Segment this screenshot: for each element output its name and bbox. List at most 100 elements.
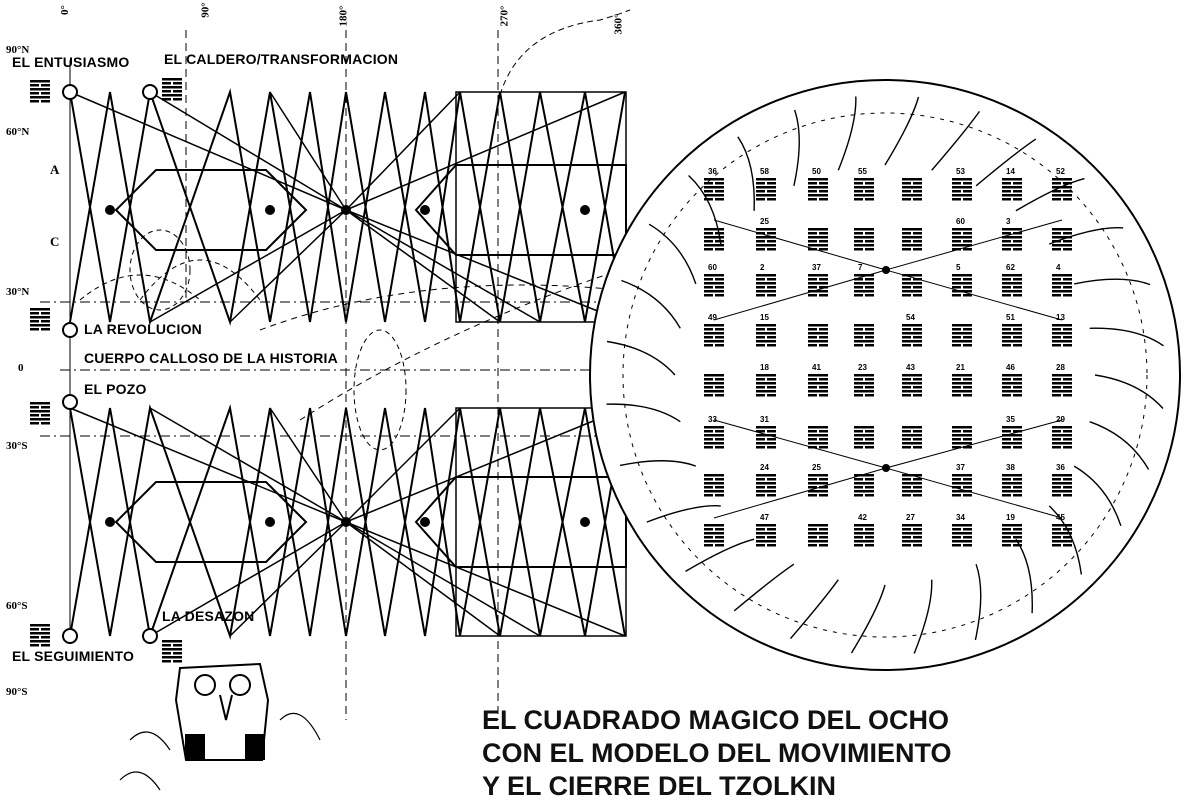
grid-hexagram-number-2-0: 60: [708, 263, 717, 272]
upper-hub-1: [105, 205, 115, 215]
latitude-0: 0: [18, 362, 24, 374]
grid-connector-5: [885, 419, 1063, 469]
label-cuerpo-calloso: CUERPO CALLOSO DE LA HISTORIA: [84, 350, 338, 366]
upper-ray-9: [345, 209, 501, 323]
degree-label-90: 90°: [199, 2, 212, 18]
hexagram-glyph-5: [162, 640, 182, 663]
grid-hexagram-number-3-1: 15: [760, 313, 769, 322]
upper-hexagon-left: [114, 169, 308, 251]
lower-ray-6: [345, 407, 626, 523]
sculpture-eye-left: [194, 674, 216, 696]
upper-hub-4: [580, 205, 590, 215]
lower-ray-0: [69, 407, 347, 523]
grid-hexagram-4-5: [952, 374, 972, 397]
grid-hexagram-7-4: [902, 524, 922, 547]
lower-ray-8: [149, 521, 347, 637]
grid-hexagram-number-4-7: 28: [1056, 363, 1065, 372]
grid-hexagram-number-6-2: 25: [812, 463, 821, 472]
grid-hexagram-number-2-3: 7: [858, 263, 863, 272]
grid-hexagram-number-2-2: 37: [812, 263, 821, 272]
dashed-arcs-upper: [79, 259, 261, 301]
lower-hub-3: [420, 517, 430, 527]
grid-hexagram-number-6-5: 37: [956, 463, 965, 472]
grid-hexagram-1-3: [854, 228, 874, 251]
degree-label-0: 0°: [58, 5, 71, 15]
grid-hexagram-number-2-5: 5: [956, 263, 961, 272]
grid-hexagram-4-7: [1052, 374, 1072, 397]
grid-hexagram-1-6: [1002, 228, 1022, 251]
grid-hexagram-number-1-6: 3: [1006, 217, 1011, 226]
grid-hexagram-5-3: [854, 426, 874, 449]
lower-ray-7: [345, 521, 626, 637]
degree-label-360: 360°: [612, 13, 625, 35]
latitude-90n: 90°N: [6, 44, 30, 56]
grid-hexagram-number-4-4: 43: [906, 363, 915, 372]
grid-hexagram-number-5-7: 29: [1056, 415, 1065, 424]
upper-ray-6: [345, 91, 626, 211]
grid-hexagram-3-5: [952, 324, 972, 347]
grid-hexagram-number-0-6: 14: [1006, 167, 1015, 176]
grid-hexagram-2-2: [808, 274, 828, 297]
grid-hexagram-2-6: [1002, 274, 1022, 297]
grid-hexagram-2-7: [1052, 274, 1072, 297]
outer-circle: [589, 79, 1181, 671]
grid-hexagram-number-0-3: 55: [858, 167, 867, 176]
grid-hexagram-3-2: [808, 324, 828, 347]
grid-hexagram-7-3: [854, 524, 874, 547]
terrain-squiggle-9: [733, 563, 795, 612]
label-pozo: EL POZO: [84, 381, 147, 397]
grid-hexagram-6-3: [854, 474, 874, 497]
grid-hexagram-3-3: [854, 324, 874, 347]
upper-hub-3: [420, 205, 430, 215]
side-letter-c: C: [50, 234, 60, 249]
grid-hexagram-number-2-6: 62: [1006, 263, 1015, 272]
grid-hexagram-7-5: [952, 524, 972, 547]
grid-hexagram-number-5-1: 31: [760, 415, 769, 424]
latitude-60n: 60°N: [6, 126, 30, 138]
hexagram-markers: [30, 78, 182, 663]
lower-frame-right: [455, 407, 627, 637]
grid-hexagram-5-1: [756, 426, 776, 449]
grid-hexagram-number-7-1: 47: [760, 513, 769, 522]
grid-hexagram-1-5: [952, 228, 972, 251]
node-circle-2: [62, 322, 78, 338]
terrain-squiggle-20: [837, 96, 857, 171]
sculpture-foot-left: [185, 734, 205, 760]
grid-hexagram-number-1-5: 60: [956, 217, 965, 226]
grid-hexagram-number-1-1: 25: [760, 217, 769, 226]
upper-hub-0: [341, 205, 351, 215]
hexagram-glyph-1: [162, 78, 182, 101]
lower-ray-9: [345, 521, 501, 637]
grid-hexagram-4-4: [902, 374, 922, 397]
grid-connector-2: [713, 269, 887, 321]
grid-hexagram-number-3-6: 51: [1006, 313, 1015, 322]
dashed-ellipse-upper: [129, 229, 191, 311]
grid-hexagram-1-7: [1052, 228, 1072, 251]
grid-hexagram-1-0: [704, 228, 724, 251]
grid-hexagram-2-0: [704, 274, 724, 297]
grid-connector-6: [713, 467, 887, 519]
terrain-squiggle-3: [1048, 505, 1083, 575]
grid-connector-7: [885, 467, 1063, 519]
lower-hub-2: [265, 517, 275, 527]
grid-hexagram-3-7: [1052, 324, 1072, 347]
grid-hexagram-7-6: [1002, 524, 1022, 547]
label-caldero: EL CALDERO/TRANSFORMACION: [164, 51, 399, 67]
node-circle-3: [62, 394, 78, 410]
grid-connector-0: [713, 219, 887, 271]
sculpture-beak: [219, 694, 233, 721]
grid-connector-3: [885, 269, 1063, 321]
grid-hexagram-number-0-2: 50: [812, 167, 821, 176]
terrain-squiggle-15: [621, 279, 681, 329]
terrain-squiggle-27: [1089, 327, 1164, 347]
node-circle-1: [142, 84, 158, 100]
grid-hexagram-6-2: [808, 474, 828, 497]
terrain-squiggle-8: [789, 579, 839, 640]
dashed-sweep-upper: [259, 284, 621, 331]
node-circle-5: [142, 628, 158, 644]
inner-ring: [622, 112, 1148, 638]
side-letter-a: A: [50, 162, 60, 177]
terrain-squiggle-16: [648, 223, 697, 285]
grid-hexagram-7-1: [756, 524, 776, 547]
grid-hexagram-number-7-4: 27: [906, 513, 915, 522]
